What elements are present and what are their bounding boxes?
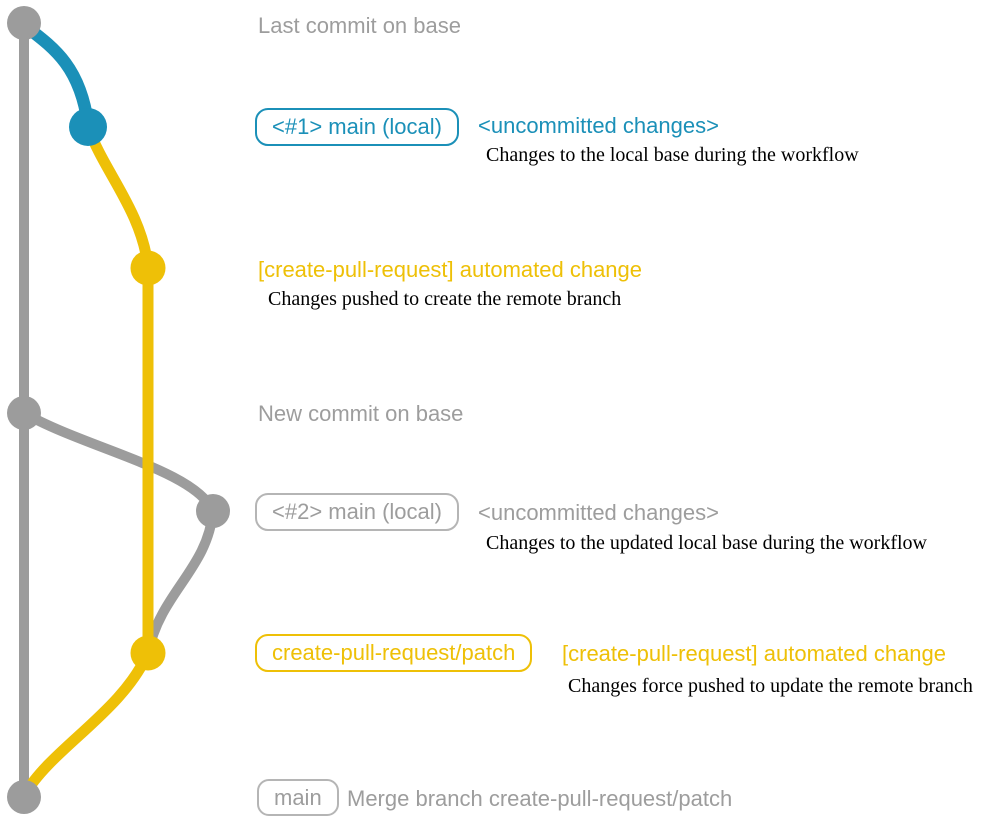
commit-dot-main-local-1 (69, 108, 107, 146)
commit-dot-automated-change (130, 250, 166, 286)
edge-main2-to-patch (144, 506, 218, 654)
commit-title-uncommitted-2: <uncommitted changes> (478, 500, 719, 525)
annotation-new-commit: New commit on base (258, 401, 464, 426)
commit-title-automated-change-2: [create-pull-request] automated change (562, 641, 947, 666)
edge-base-to-main1 (17, 18, 95, 131)
commit-dot-merge (7, 780, 41, 814)
commit-title-merge: Merge branch create-pull-request/patch (347, 786, 733, 811)
commit-description-uncommitted-1: Changes to the local base during the wor… (486, 144, 859, 166)
commit-description-automated-change-2: Changes force pushed to update the remot… (568, 675, 973, 697)
commit-title-uncommitted-1: <uncommitted changes> (478, 113, 719, 138)
commit-description-automated-change-1: Changes pushed to create the remote bran… (268, 288, 622, 310)
branch-badge-main-local-2: <#2> main (local) (255, 493, 459, 531)
commit-description-uncommitted-2: Changes to the updated local base during… (486, 532, 927, 554)
edge-patch-to-merge (19, 647, 154, 800)
commit-dot-patch (130, 635, 166, 671)
branch-badge-main-local-1: <#1> main (local) (255, 108, 459, 146)
commit-title-automated-change-1: [create-pull-request] automated change (258, 257, 643, 282)
branch-badge-main: main (257, 779, 339, 816)
commit-dot-new-base (7, 396, 41, 430)
edge-main1-to-automated-change (82, 121, 154, 272)
commit-dot-main-local-2 (196, 494, 230, 528)
annotation-last-commit: Last commit on base (258, 13, 461, 38)
git-graph (7, 6, 230, 814)
edge-base-to-main2 (19, 408, 218, 516)
branch-badge-patch: create-pull-request/patch (255, 634, 533, 672)
commit-dot-last-base (7, 6, 41, 40)
